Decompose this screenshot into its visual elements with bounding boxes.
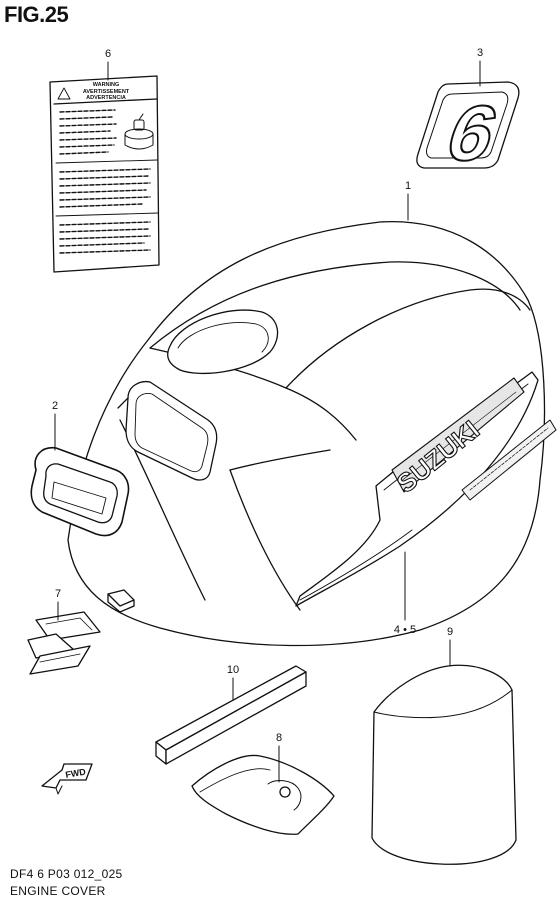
callout-7: 7 (54, 588, 62, 600)
fwd-text: FWD (65, 766, 87, 779)
suzuki-wordmark (391, 377, 525, 493)
callout-10: 10 (226, 664, 240, 676)
s-emblem-part (27, 611, 101, 675)
callout-9: 9 (446, 626, 454, 638)
callout-4-5: 4 • 5 (393, 624, 417, 636)
latch-tab (107, 589, 135, 613)
warning-label-part (49, 75, 160, 273)
warning-label-header: WARNING AVERTISSEMENT ADVERTENCIA (56, 82, 156, 102)
warning-text-es: ADVERTENCIA (86, 95, 126, 101)
cover-bag-part (371, 664, 517, 865)
figure-name: ENGINE COVER (10, 884, 106, 898)
four-stroke-decal (461, 419, 557, 501)
forward-arrow-icon (41, 763, 93, 795)
figure-code: DF4 6 P03 012_025 (10, 867, 123, 881)
callout-3: 3 (476, 47, 484, 59)
leader-lines (54, 60, 481, 783)
model-number-decal (416, 81, 520, 169)
engine-cover-part (67, 221, 557, 647)
callout-2: 2 (51, 400, 59, 412)
figure-title: FIG.25 (4, 2, 69, 27)
callout-6: 6 (104, 48, 112, 60)
warning-text-en: WARNING (92, 82, 120, 88)
fuel-cap-icon (124, 113, 154, 150)
callout-8: 8 (275, 732, 283, 744)
parts-bag (191, 754, 335, 835)
foam-strip-part (155, 665, 307, 765)
callout-1: 1 (404, 180, 412, 192)
warning-text-fr: AVERTISSEMENT (82, 88, 130, 95)
seal-part (30, 446, 130, 537)
